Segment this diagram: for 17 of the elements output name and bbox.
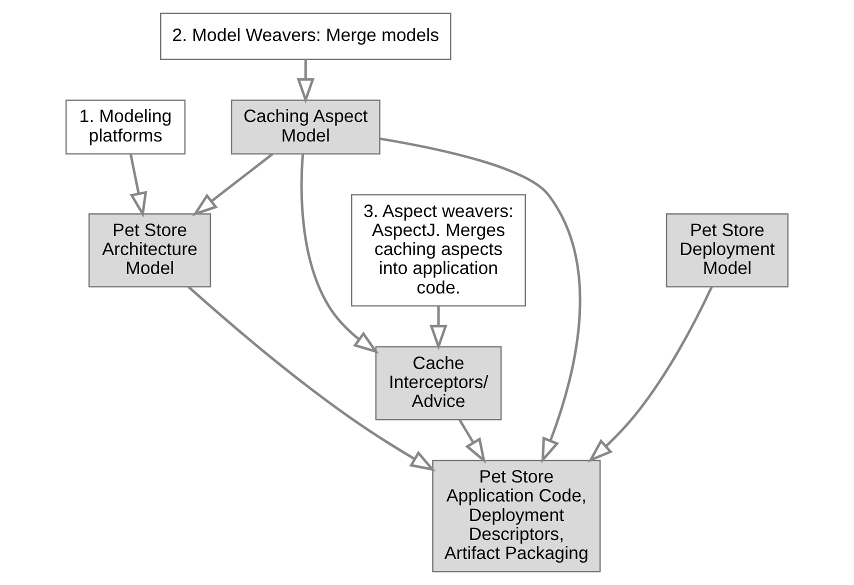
node-box: Pet Store Application Code, Deployment Descriptors, Artifact Packaging bbox=[432, 460, 601, 572]
arrow bbox=[188, 286, 436, 472]
arrow bbox=[588, 286, 713, 463]
arrow bbox=[458, 419, 486, 464]
node-box: Cache Interceptors/ Advice bbox=[375, 346, 502, 420]
arrow bbox=[300, 154, 379, 354]
node-box: 2. Model Weavers: Merge models bbox=[160, 12, 452, 60]
arrow bbox=[192, 152, 274, 216]
arrow bbox=[296, 59, 315, 104]
node-box: Caching Aspect Model bbox=[230, 100, 380, 155]
node-box: 3. Aspect weavers: AspectJ. Merges caching aspects into application code. bbox=[351, 194, 526, 307]
node-box: 1. Modeling platforms bbox=[65, 100, 186, 155]
node-box: Pet Store Architecture Model bbox=[88, 213, 212, 288]
arrow bbox=[129, 154, 148, 218]
node-box: Pet Store Deployment Model bbox=[666, 213, 789, 288]
arrow bbox=[430, 306, 448, 350]
arrow bbox=[380, 137, 582, 464]
